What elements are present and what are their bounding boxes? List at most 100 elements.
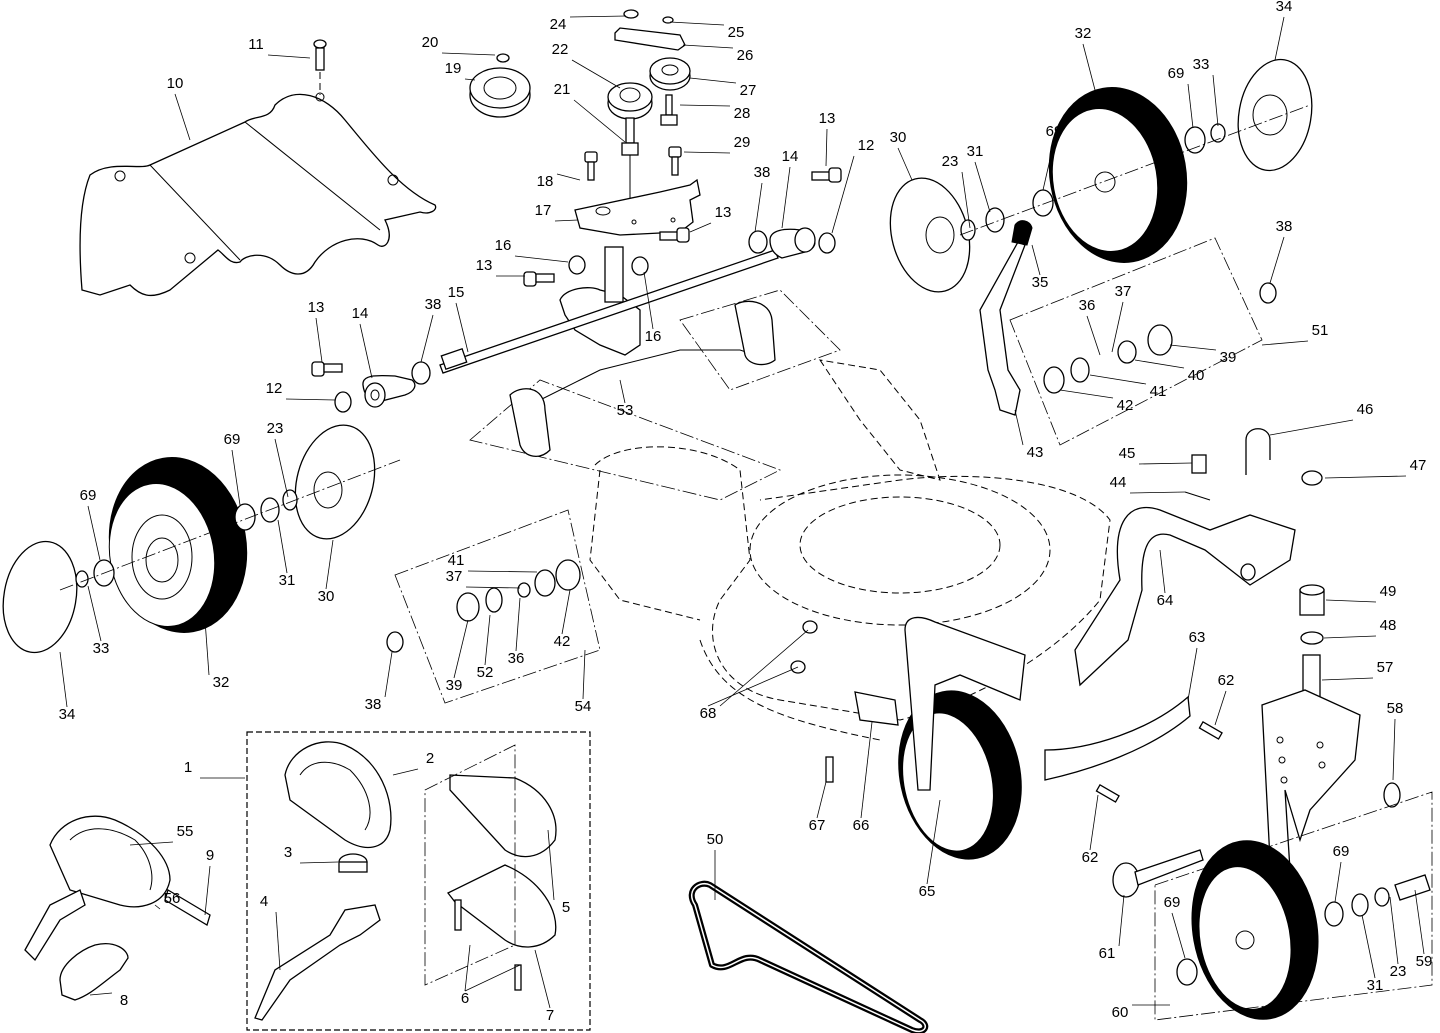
leader-line-c62b [1090,795,1098,850]
hub-cap-34-left [0,536,85,659]
callout-c14a: 14 [352,305,369,322]
nut-47 [1302,471,1322,485]
callout-c53: 53 [617,402,634,419]
callout-c58: 58 [1387,700,1404,717]
callout-c59: 59 [1416,953,1433,970]
callout-c56: 56 [164,890,181,907]
leader-line-c57 [1322,678,1373,680]
leader-line-c69c [232,450,240,505]
screw-11 [314,40,326,95]
callout-c55: 55 [177,823,194,840]
callout-c37b: 37 [446,568,463,585]
leader-line-c31a [278,520,287,573]
leader-line-c30b [898,148,912,180]
bolt-18 [585,152,597,180]
leader-line-c34b [1275,17,1284,60]
leader-line-c69f [1172,913,1185,958]
leader-line-c23c [1390,897,1398,964]
leader-line-c38a [755,183,762,232]
bolt-67 [826,757,833,782]
leader-line-c13a [316,318,322,362]
callout-c51: 51 [1312,322,1329,339]
leader-line-c68-b [708,667,798,706]
callout-c46: 46 [1357,401,1374,418]
cover-8 [60,944,128,1000]
bearing-14-left [363,376,415,407]
callout-c65: 65 [919,883,936,900]
callout-c13a: 13 [308,299,325,316]
callout-c12a: 12 [266,380,283,397]
callout-c69c: 69 [224,431,241,448]
washer-48 [1301,632,1323,644]
callout-c19: 19 [445,60,462,77]
leader-line-c13c [690,223,711,232]
leader-line-c26 [683,45,733,48]
leader-line-c15 [456,303,468,352]
leader-line-c48 [1324,636,1376,638]
leader-line-c28 [680,105,730,106]
leader-line-c52 [485,615,490,665]
leader-line-c13d [826,129,827,166]
bearing-14-right [770,228,815,258]
leader-line-c27 [690,78,736,83]
callout-c33a: 33 [93,640,110,657]
callout-c23c: 23 [1390,963,1407,980]
callout-c33b: 33 [1193,56,1210,73]
leader-line-c2 [393,769,418,775]
callout-c28: 28 [734,105,751,122]
leader-line-c17 [555,220,578,221]
leader-line-c33b [1213,75,1218,126]
leader-line-c45 [1139,463,1192,464]
leader-line-c12a [286,399,335,400]
pulley-22 [608,83,652,119]
leader-line-c37b [466,587,520,588]
callout-c68: 68 [700,705,717,722]
bolt-29 [669,147,681,175]
callout-c9: 9 [206,847,214,864]
leader-line-c25 [670,22,724,25]
callout-c69f: 69 [1164,894,1181,911]
leader-line-c4 [276,912,280,970]
leader-line-c10 [175,94,190,140]
callout-c69e: 69 [1333,843,1350,860]
callout-c40: 40 [1188,367,1205,384]
callout-c43: 43 [1027,444,1044,461]
front-wheel-65 [884,617,1037,870]
knob-3 [339,854,367,872]
callout-c41b: 41 [448,552,465,569]
callout-c11: 11 [248,36,264,53]
callout-c13b: 13 [476,257,493,274]
leader-line-c16a [515,256,568,262]
leader-line-c69e [1335,862,1341,902]
callout-c50: 50 [707,831,724,848]
callout-c16a: 16 [495,237,512,254]
lever-56 [25,890,85,960]
leader-line-c8 [90,993,112,995]
spacer-59 [1395,875,1430,900]
leader-line-c3 [300,862,338,863]
callout-c8: 8 [120,992,128,1009]
kit-51-box [1010,238,1276,445]
callout-c42a: 42 [1117,397,1134,414]
leader-line-c49 [1326,600,1376,602]
callout-c3: 3 [284,844,292,861]
callout-c25: 25 [728,24,745,41]
callout-c18: 18 [537,173,554,190]
leader-line-c9 [205,866,210,915]
leader-line-c31c [1362,915,1375,978]
e-clip-38-right [749,231,767,253]
leader-line-c35 [1032,245,1040,275]
leader-line-c14b [782,167,790,228]
callout-c20: 20 [422,34,439,51]
callout-c2: 2 [426,750,434,767]
callout-c6: 6 [461,990,469,1007]
callout-c69d: 69 [80,487,97,504]
callout-c13d: 13 [819,110,836,127]
callout-c39a: 39 [1220,349,1237,366]
leader-line-c44 [1130,492,1185,493]
nut-16-b [632,257,648,275]
leader-line-c38b [1270,237,1284,283]
shift-lever-43 [980,221,1032,415]
leader-line-c62a [1215,691,1226,725]
leader-line-c6 [465,945,470,991]
